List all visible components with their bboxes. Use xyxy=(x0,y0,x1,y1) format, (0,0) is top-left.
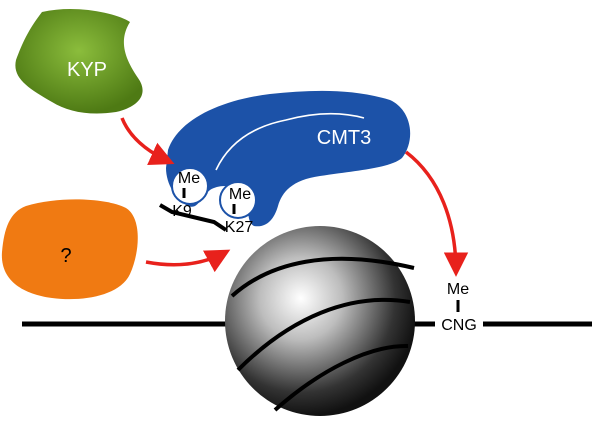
cmt3-protein: CMT3 xyxy=(166,90,411,227)
kyp-protein: KYP xyxy=(15,9,143,114)
cmt3-label: CMT3 xyxy=(317,127,371,149)
arrow-cmt3-to-cng xyxy=(404,150,469,277)
arrow-kyp-to-k9 xyxy=(120,117,175,166)
cng-me-label: Me xyxy=(447,281,469,298)
histone-tail xyxy=(158,203,228,232)
cng-site: Me CNG xyxy=(435,281,483,334)
unknown-protein: ? xyxy=(1,199,138,300)
k9-label: K9 xyxy=(172,203,192,220)
unknown-label: ? xyxy=(60,245,71,267)
arrow-unknown-to-k27 xyxy=(145,249,231,273)
k9-me-label: Me xyxy=(178,170,200,187)
nucleosome xyxy=(225,226,415,416)
kyp-label: KYP xyxy=(67,59,107,81)
k27-me-label: Me xyxy=(229,186,251,203)
k27-label: K27 xyxy=(225,219,254,236)
k9-methyl-mark: Me K9 xyxy=(172,170,200,220)
k27-methyl-mark: Me K27 xyxy=(225,186,254,236)
cng-label: CNG xyxy=(441,317,477,334)
